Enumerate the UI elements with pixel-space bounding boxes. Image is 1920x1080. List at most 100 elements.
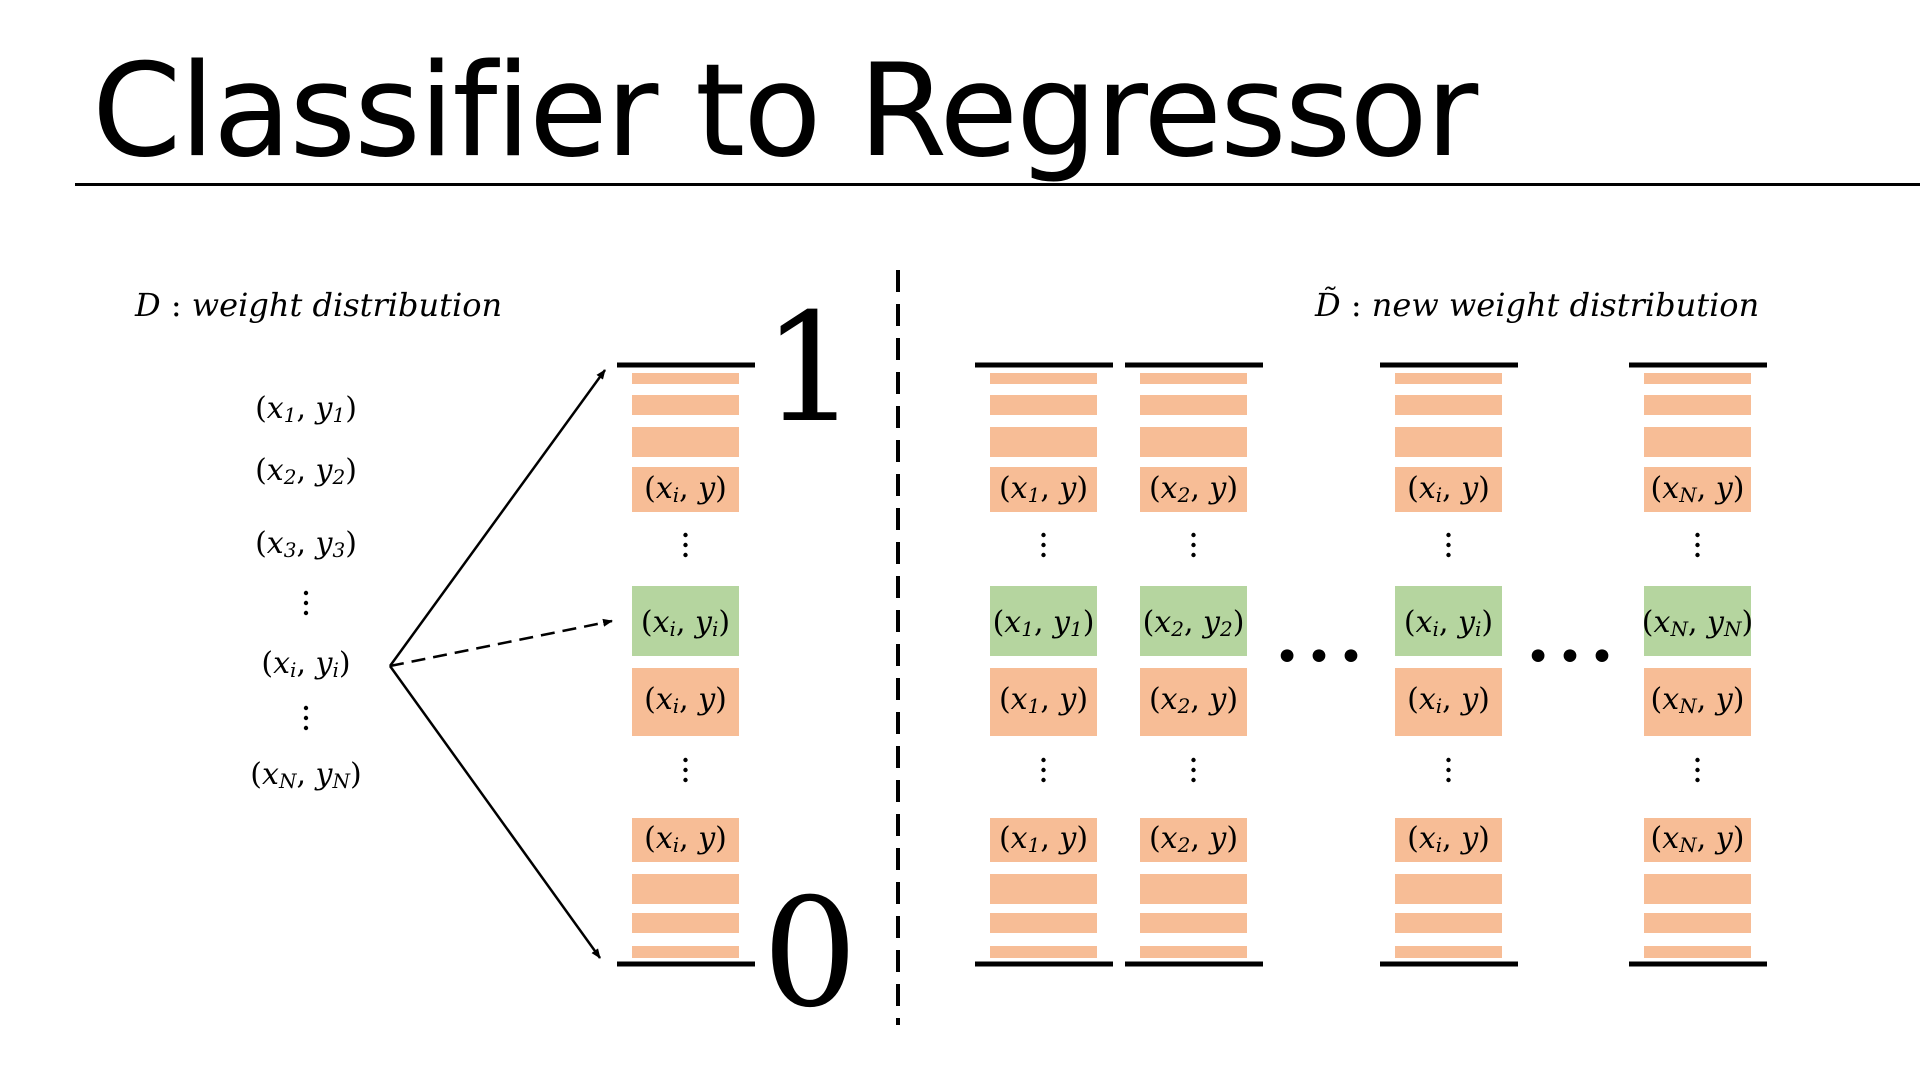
pair-label: (xN, y)	[1651, 821, 1745, 857]
vdot-0	[303, 705, 309, 711]
new-distribution-column-1: (x1, y)(x1, y1)(x1, y)(x1, y)	[975, 362, 1113, 967]
vdot-0	[1446, 532, 1451, 538]
pair-label: (x2, y)	[1149, 821, 1238, 857]
orange-block	[632, 818, 739, 862]
vdot-1	[303, 600, 309, 606]
vdot-2	[1446, 552, 1451, 558]
pair-label-highlight: (xi, yi)	[641, 605, 730, 641]
vdot-1	[1041, 767, 1046, 773]
orange-stripe	[1395, 913, 1502, 933]
vdot-2	[1041, 552, 1046, 558]
orange-block	[1644, 668, 1751, 736]
orange-stripe	[1140, 874, 1247, 904]
vdot-0	[303, 590, 309, 596]
pair-label: (xi, y)	[1407, 821, 1490, 857]
green-block	[1140, 586, 1247, 656]
vdot-1	[1191, 542, 1196, 548]
column-ellipsis	[683, 532, 688, 558]
orange-block	[1395, 668, 1502, 736]
orange-block	[990, 467, 1097, 512]
new-distribution-column-3: (xi, y)(xi, yi)(xi, y)(xi, y)	[1380, 362, 1518, 967]
orange-stripe	[632, 395, 739, 415]
vdot-2	[1695, 552, 1700, 558]
vdot-2	[1695, 777, 1700, 783]
pair-label: (xi, y)	[644, 821, 727, 857]
vdot-2	[683, 552, 688, 558]
orange-block	[632, 668, 739, 736]
orange-block	[990, 818, 1097, 862]
orange-stripe	[990, 427, 1097, 457]
green-block	[1395, 586, 1502, 656]
orange-stripe	[1140, 427, 1247, 457]
pair-label-highlight: (x2, y2)	[1143, 605, 1245, 641]
green-block	[990, 586, 1097, 656]
column-ellipsis	[1446, 757, 1451, 783]
title-underline	[75, 183, 1920, 186]
right-panel: D̃ : new weight distribution (x1, y) (x1, …	[975, 286, 1767, 967]
vdot-1	[303, 715, 309, 721]
orange-stripe	[1395, 373, 1502, 384]
new-distribution-column-2: (x2, y) (x2, y2) (x2, y) (x2, y)	[1125, 362, 1263, 967]
orange-stripe	[1395, 874, 1502, 904]
orange-stripe	[1644, 874, 1751, 904]
arrow-to-top	[388, 369, 607, 667]
orange-stripe	[1644, 427, 1751, 457]
pair-label: (xN, y)	[1651, 471, 1745, 507]
column-ellipsis	[1695, 757, 1700, 783]
orange-stripe	[1140, 946, 1247, 958]
orange-stripe	[1644, 373, 1751, 384]
left-panel: D : weight distribution(x1, y1)(x2, y2)(…	[134, 282, 858, 1041]
arrow-to-bottom	[388, 665, 602, 959]
green-block	[632, 586, 739, 656]
vdot-2	[1191, 777, 1196, 783]
vdot-0	[683, 532, 688, 538]
orange-stripe	[632, 874, 739, 904]
orange-stripe	[990, 874, 1097, 904]
vdot-1	[683, 542, 688, 548]
ellipsis-2: •••	[1525, 632, 1621, 683]
orange-block	[990, 668, 1097, 736]
pair-label: (x2, y)	[1149, 471, 1238, 507]
vdot-2	[683, 777, 688, 783]
green-block	[1644, 586, 1751, 656]
pair-label: (xi, y)	[644, 471, 727, 507]
orange-stripe	[1644, 913, 1751, 933]
left-distribution-column: (xi, y) (xi, yi) (xi, y) (xi, y)	[617, 362, 755, 967]
dataset-item: (x2, y2)	[255, 453, 357, 489]
vdot-1	[1446, 542, 1451, 548]
orange-block	[632, 467, 739, 512]
pair-label-highlight: (xi, yi)	[1404, 605, 1493, 641]
right-panel-label: D̃ : new weight distribution	[1314, 286, 1759, 324]
dataset-item: (xN, yN)	[250, 757, 361, 793]
orange-stripe	[990, 395, 1097, 415]
vdot-1	[1191, 767, 1196, 773]
pair-label-highlight: (x1, y1)	[993, 605, 1095, 641]
vdot-0	[1041, 757, 1046, 763]
left-panel-label: D : weight distribution	[134, 286, 502, 324]
orange-block	[1140, 668, 1247, 736]
dataset-ellipsis	[303, 590, 309, 616]
pair-label: (x1, y)	[999, 471, 1088, 507]
vdot-2	[303, 610, 309, 616]
arrow-dashed-to-target	[389, 618, 613, 668]
ellipsis-1: •••	[1274, 632, 1370, 683]
dataset-item: (xi, yi)	[261, 646, 350, 682]
orange-stripe	[1140, 373, 1247, 384]
pair-label: (xi, y)	[644, 682, 727, 718]
orange-block	[1644, 467, 1751, 512]
vdot-0	[1695, 757, 1700, 763]
vdot-2	[1191, 552, 1196, 558]
vdot-2	[303, 725, 309, 731]
pair-label: (xi, y)	[1407, 682, 1490, 718]
vdot-1	[1695, 767, 1700, 773]
vdot-1	[683, 767, 688, 773]
orange-stripe	[990, 913, 1097, 933]
column-ellipsis	[1191, 757, 1196, 783]
orange-stripe	[632, 373, 739, 384]
orange-block	[1644, 818, 1751, 862]
vdot-0	[1191, 532, 1196, 538]
orange-stripe	[1395, 946, 1502, 958]
pair-label: (x2, y)	[1149, 682, 1238, 718]
pair-label: (x1, y)	[999, 682, 1088, 718]
